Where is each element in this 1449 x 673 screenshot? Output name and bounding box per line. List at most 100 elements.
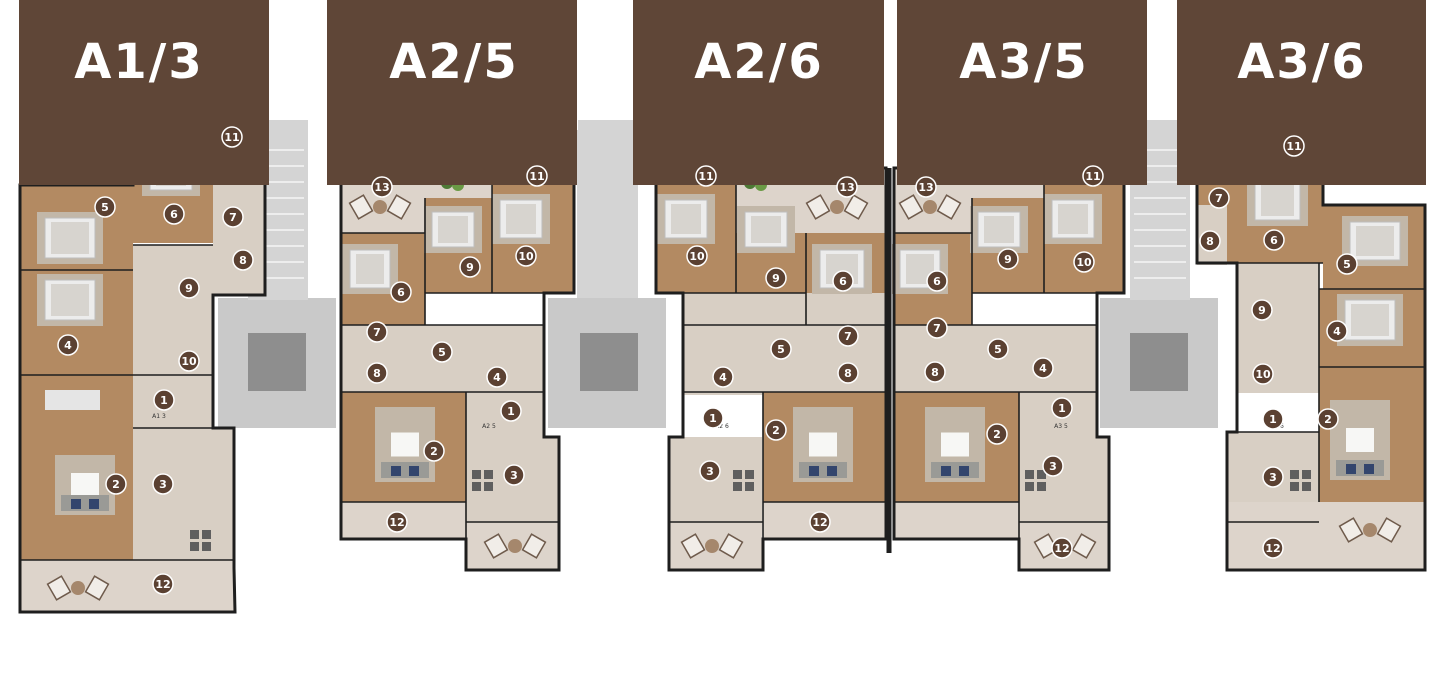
bed-cover: [438, 216, 468, 243]
chair: [805, 194, 831, 220]
room-marker: [686, 245, 708, 267]
room-marker: [1199, 230, 1221, 252]
chair: [898, 194, 924, 220]
room-marker: [1252, 363, 1274, 385]
bed-cover: [1356, 226, 1394, 256]
bed-cover: [671, 204, 701, 234]
sofa: [1336, 460, 1384, 476]
coffee-table: [71, 473, 99, 497]
room-number: 5: [438, 346, 446, 359]
room-marker: [1051, 397, 1073, 419]
sofa-cushion: [809, 466, 819, 476]
room-marker: [386, 511, 408, 533]
dining-chair: [202, 530, 211, 539]
unit-title: A2/6: [694, 34, 823, 90]
room-marker: [702, 407, 724, 429]
room-markers-layer: A1 3A2 5A2 6A3 5A3 612345678910111212345…: [57, 126, 1358, 595]
chair: [483, 533, 509, 559]
stairwell-void: [580, 333, 638, 391]
chair: [1071, 533, 1097, 559]
chair: [386, 194, 412, 220]
room-marker: [809, 511, 831, 533]
room-marker: [1251, 299, 1273, 321]
room-number: 8: [373, 367, 381, 380]
room-number: 1: [709, 412, 717, 425]
coffee-table: [941, 432, 969, 457]
unit-a1-3-floor: [133, 428, 234, 568]
room-marker: [770, 338, 792, 360]
room-marker: [105, 473, 127, 495]
room-number: 2: [993, 428, 1001, 441]
room-number: 12: [1265, 542, 1280, 555]
room-marker: [371, 176, 393, 198]
sofa-cushion: [89, 499, 99, 509]
room-number: 4: [1039, 362, 1047, 375]
chair: [46, 575, 72, 601]
room-number: 9: [1258, 304, 1266, 317]
room-marker: [997, 248, 1019, 270]
dining-table: [45, 390, 100, 410]
bed-cover: [984, 216, 1014, 243]
stairwell-void: [1130, 333, 1188, 391]
room-marker: [390, 281, 412, 303]
room-marker: [57, 334, 79, 356]
room-marker: [699, 460, 721, 482]
room-marker: [1051, 537, 1073, 559]
unit-header-bar: [897, 0, 1147, 185]
sofa: [61, 495, 109, 511]
room-number: 6: [1270, 234, 1278, 247]
room-number: 13: [839, 181, 854, 194]
room-number: 9: [185, 282, 193, 295]
room-marker: [1283, 135, 1305, 157]
room-marker: [178, 277, 200, 299]
room-number: 1: [160, 394, 168, 407]
room-number: 3: [706, 465, 714, 478]
sofa-cushion: [941, 466, 951, 476]
room-number: 6: [397, 286, 405, 299]
unit-code: A2 6: [715, 423, 729, 430]
room-number: 7: [1215, 192, 1223, 205]
room-number: 5: [1343, 258, 1351, 271]
room-marker: [153, 389, 175, 411]
sofa-cushion: [959, 466, 969, 476]
room-marker: [986, 423, 1008, 445]
chair: [680, 533, 706, 559]
room-marker: [1317, 408, 1339, 430]
room-marker: [1032, 357, 1054, 379]
room-number: 8: [239, 254, 247, 267]
room-marker: [178, 350, 200, 372]
room-marker: [366, 321, 388, 343]
room-number: 1: [1058, 402, 1066, 415]
chair: [348, 194, 374, 220]
room-number: 9: [772, 272, 780, 285]
unit-code: A3 5: [1054, 423, 1068, 430]
room-number: 10: [181, 355, 197, 368]
dining-chair: [190, 530, 199, 539]
room-marker: [459, 256, 481, 278]
room-marker: [926, 317, 948, 339]
room-number: 12: [1054, 542, 1069, 555]
bed-cover: [1351, 304, 1389, 336]
bed-cover: [1058, 204, 1088, 234]
bed-cover: [1261, 184, 1294, 216]
table: [1363, 523, 1377, 537]
room-number: 2: [430, 445, 438, 458]
dining-chair: [484, 470, 493, 479]
chair: [936, 194, 962, 220]
room-number: 11: [224, 131, 239, 144]
room-number: 4: [64, 339, 72, 352]
room-number: 7: [373, 326, 381, 339]
room-number: 11: [1085, 170, 1100, 183]
room-marker: [926, 270, 948, 292]
unit-title: A3/6: [1237, 34, 1366, 90]
unit-a3-5-floor: [1019, 437, 1109, 522]
unit-header-bar: [633, 0, 884, 185]
room-marker: [1262, 466, 1284, 488]
room-number: 7: [229, 211, 237, 224]
chair: [718, 533, 744, 559]
room-marker: [366, 362, 388, 384]
room-marker: [163, 203, 185, 225]
room-marker: [1326, 320, 1348, 342]
room-number: 6: [839, 275, 847, 288]
room-number: 3: [1269, 471, 1277, 484]
